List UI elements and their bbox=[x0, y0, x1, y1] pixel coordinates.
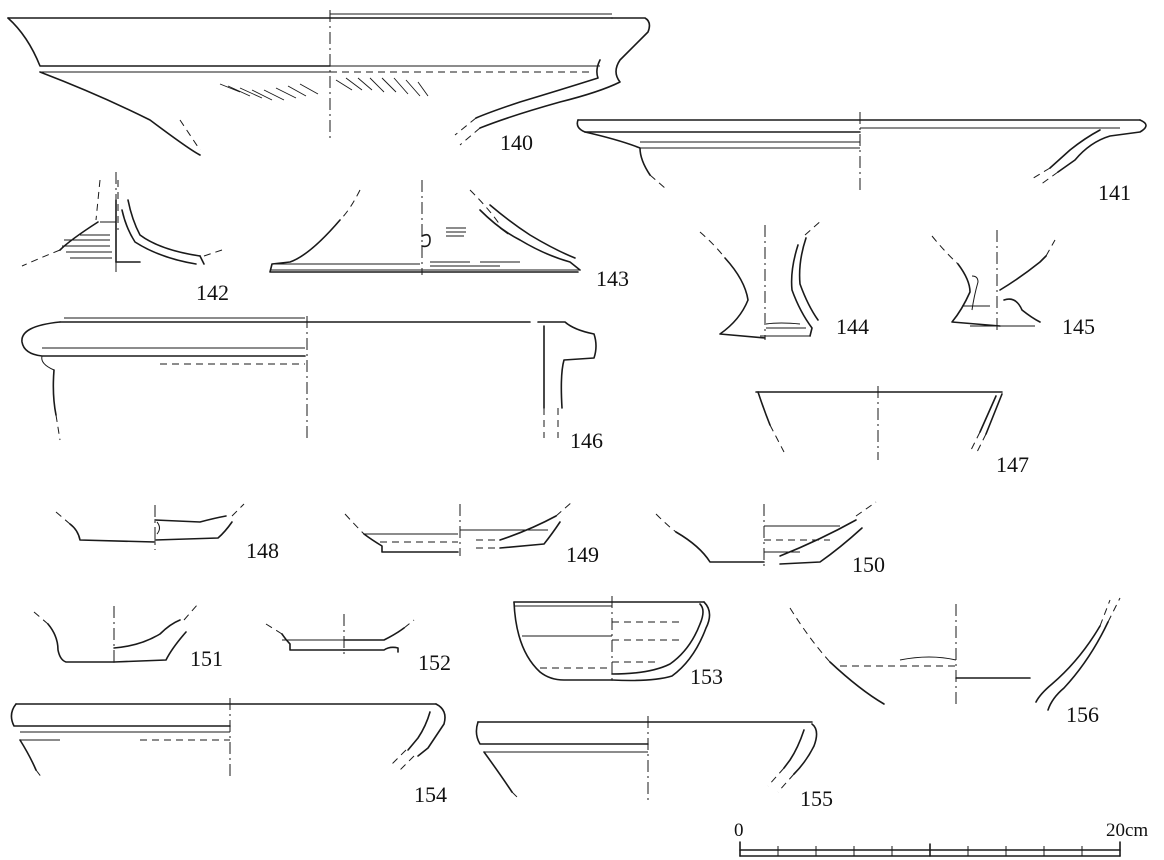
vessel-143-drawing bbox=[269, 180, 581, 275]
vessel-149-drawing bbox=[344, 501, 573, 556]
vessel-140-drawing bbox=[7, 10, 651, 156]
figure-number-154: 154 bbox=[414, 782, 447, 807]
figure-number-152: 152 bbox=[418, 650, 451, 675]
figure-number-140: 140 bbox=[500, 130, 533, 155]
figure-number-146: 146 bbox=[570, 428, 603, 453]
figure-number-149: 149 bbox=[566, 542, 599, 567]
vessel-146-drawing bbox=[21, 316, 597, 441]
vessel-145-drawing bbox=[931, 230, 1056, 330]
vessel-142-drawing bbox=[21, 172, 223, 272]
vessel-144-drawing bbox=[699, 219, 823, 340]
figure-number-141: 141 bbox=[1098, 180, 1131, 205]
vessel-148-drawing bbox=[55, 503, 245, 550]
scale-end-label: 20cm bbox=[1106, 820, 1148, 841]
scale-start-label: 0 bbox=[734, 820, 744, 841]
figure-number-145: 145 bbox=[1062, 314, 1095, 339]
vessel-151-drawing bbox=[33, 603, 199, 666]
figure-number-156: 156 bbox=[1066, 702, 1099, 727]
vessel-147-drawing bbox=[755, 386, 1003, 460]
figure-number-151: 151 bbox=[190, 646, 223, 671]
figure-number-155: 155 bbox=[800, 786, 833, 811]
vessel-155-drawing bbox=[475, 716, 818, 801]
vessel-152-drawing bbox=[265, 614, 415, 654]
scale-bar bbox=[739, 841, 1121, 857]
figure-number-153: 153 bbox=[690, 664, 723, 689]
figure-number-148: 148 bbox=[246, 538, 279, 563]
vessel-141-drawing bbox=[576, 112, 1147, 190]
figure-number-143: 143 bbox=[596, 266, 629, 291]
figure-number-142: 142 bbox=[196, 280, 229, 305]
vessel-154-drawing bbox=[10, 698, 446, 779]
vessel-153-drawing bbox=[513, 596, 711, 684]
figure-number-147: 147 bbox=[996, 452, 1029, 477]
figure-number-150: 150 bbox=[852, 552, 885, 577]
vessel-156-drawing bbox=[789, 597, 1121, 711]
vessel-150-drawing bbox=[655, 501, 877, 566]
figure-number-144: 144 bbox=[836, 314, 869, 339]
